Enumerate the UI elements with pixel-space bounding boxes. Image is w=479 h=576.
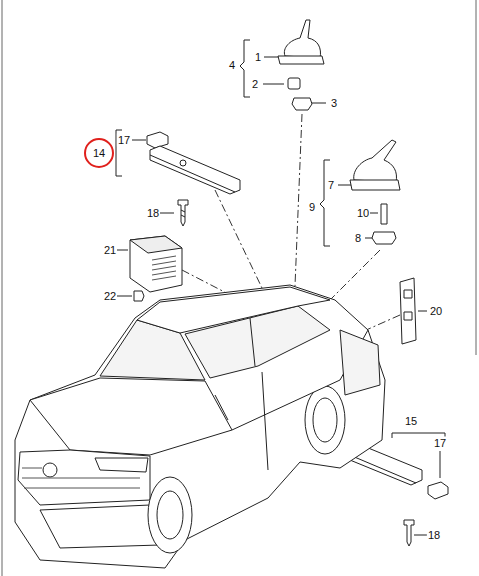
antenna-seal <box>350 180 400 190</box>
control-unit <box>130 236 182 292</box>
callout-number: 1 <box>254 51 262 64</box>
leader-line <box>338 185 352 186</box>
callout-number: 3 <box>330 97 338 110</box>
connector-part <box>147 132 168 148</box>
callout-number: 18 <box>146 207 160 220</box>
leader-line <box>418 311 427 312</box>
nut <box>372 232 396 244</box>
callout-number: 7 <box>327 179 335 192</box>
callout-number: 2 <box>251 78 259 91</box>
leader-line <box>440 451 441 478</box>
group-bracket <box>240 40 250 97</box>
detail-line <box>150 155 235 192</box>
thread <box>181 210 185 212</box>
unit-top <box>130 236 182 253</box>
frame-line <box>476 0 477 355</box>
thread <box>181 215 185 217</box>
callout-number: 21 <box>103 244 117 257</box>
callout-number: 8 <box>354 232 362 245</box>
amplifier-bar <box>150 146 240 194</box>
nut <box>134 291 144 301</box>
callout-number: 17 <box>117 134 131 147</box>
callout-number: 9 <box>308 201 316 214</box>
callout-number: 14 <box>93 147 105 160</box>
car-illustration <box>15 285 385 568</box>
callout-number: 15 <box>404 415 418 428</box>
bracket-part <box>400 278 416 344</box>
vent <box>152 261 176 280</box>
clip <box>404 312 412 320</box>
leader-line <box>365 238 372 239</box>
highlight-circle: 14 <box>84 138 114 168</box>
callout-number: 20 <box>429 305 443 318</box>
antenna-seal <box>278 56 324 64</box>
mount-hole <box>180 160 186 166</box>
leader-line <box>312 103 326 104</box>
stud <box>381 204 387 224</box>
callout-number: 17 <box>433 437 447 450</box>
leader-line <box>132 140 146 141</box>
leader-line <box>160 213 174 214</box>
antenna-part <box>288 78 300 89</box>
clip <box>404 290 412 298</box>
frame-line <box>2 0 3 576</box>
screw <box>178 200 188 226</box>
screw <box>404 520 414 546</box>
callout-number: 22 <box>103 290 117 303</box>
leader-line <box>117 296 132 297</box>
callout-number: 10 <box>356 207 370 220</box>
roof-antenna <box>354 140 397 182</box>
roof-antenna <box>284 20 320 58</box>
vent <box>152 256 176 260</box>
leader-line <box>263 84 284 85</box>
group-bracket <box>320 160 330 246</box>
leader-line <box>414 535 427 536</box>
leader-line <box>370 213 378 214</box>
leader-line <box>117 250 128 251</box>
grommet <box>292 98 312 110</box>
callout-number: 4 <box>228 59 236 72</box>
callout-number: 18 <box>427 529 441 542</box>
connector-part <box>428 482 448 499</box>
